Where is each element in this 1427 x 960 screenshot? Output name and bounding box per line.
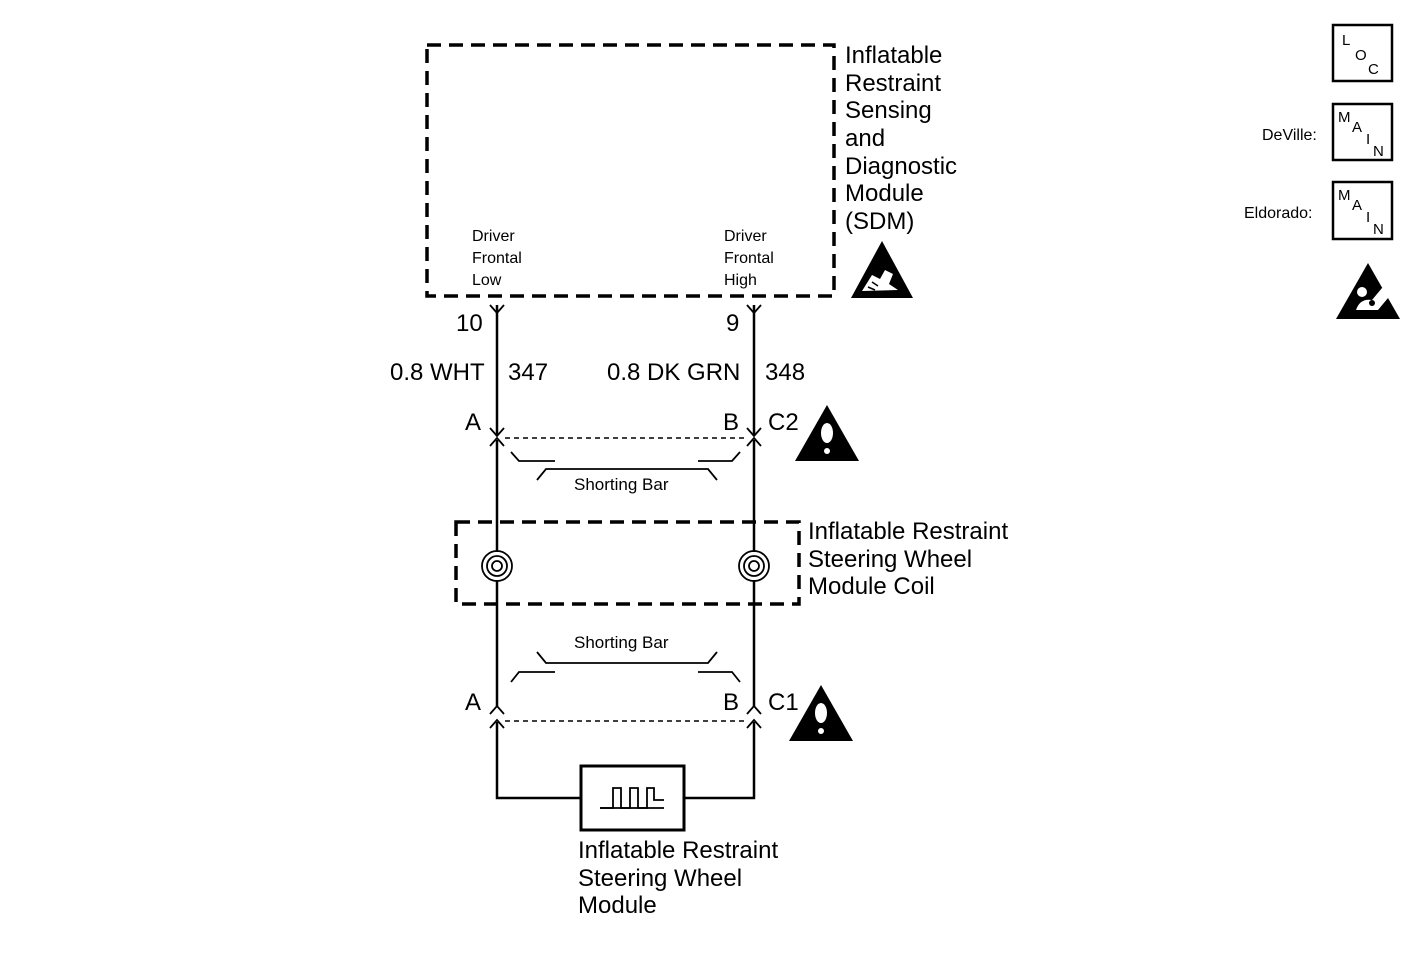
coil-title: Inflatable Restraint Steering Wheel Modu… xyxy=(808,518,1015,600)
eldorado-label: Eldorado: xyxy=(1244,205,1313,222)
module-title: Inflatable Restraint Steering Wheel Modu… xyxy=(578,837,785,919)
sdm-pin-high-label: Driver Frontal High xyxy=(724,228,778,289)
sdm-title: Inflatable Restraint Sensing and Diagnos… xyxy=(845,42,964,235)
caution-icon xyxy=(789,685,853,741)
svg-text:I: I xyxy=(1366,209,1370,226)
sdm-module[interactable] xyxy=(425,43,836,298)
svg-text:N: N xyxy=(1373,221,1384,238)
wire-low-spec: 0.8 WHT xyxy=(390,359,485,386)
c1-shorting-bar xyxy=(495,604,756,706)
svg-text:M: M xyxy=(1338,187,1351,204)
c2-pin-b: B xyxy=(723,409,739,436)
clockspring-coil-icon xyxy=(738,522,770,604)
svg-text:O: O xyxy=(1355,47,1367,64)
svg-text:A: A xyxy=(1352,119,1362,136)
c2-shorting-bar-label: Shorting Bar xyxy=(574,475,669,494)
svg-text:I: I xyxy=(1366,131,1370,148)
loc-icon[interactable]: L O C xyxy=(1331,23,1394,83)
airbag-warning-icon xyxy=(1336,263,1400,319)
c2-shorting-bar xyxy=(495,440,756,522)
wire-high-spec: 0.8 DK GRN xyxy=(607,359,740,386)
inflator-squib-icon xyxy=(600,787,664,809)
connector-c1[interactable] xyxy=(489,704,762,729)
steering-wheel-module[interactable] xyxy=(579,764,686,832)
c1-pin-b: B xyxy=(723,689,739,716)
svg-text:L: L xyxy=(1342,32,1350,49)
main-icon-deville[interactable]: M A I N xyxy=(1331,102,1394,162)
wire-high-circuit: 348 xyxy=(765,359,805,386)
clockspring-coil-icon xyxy=(481,522,513,604)
main-icon-eldorado[interactable]: M A I N xyxy=(1331,180,1394,241)
svg-text:C: C xyxy=(1368,61,1379,78)
sdm-pin-low-number: 10 xyxy=(456,310,483,337)
wire-low-circuit: 347 xyxy=(508,359,548,386)
sdm-pin-low-label: Driver Frontal Low xyxy=(472,228,526,289)
module-wiring[interactable] xyxy=(495,722,756,800)
c1-pin-a: A xyxy=(465,689,481,716)
c1-shorting-bar-label: Shorting Bar xyxy=(574,633,669,652)
c2-pin-a: A xyxy=(465,409,481,436)
c1-name: C1 xyxy=(768,689,799,716)
esd-sensitive-icon xyxy=(851,241,913,298)
connector-c2[interactable] xyxy=(489,427,762,447)
deville-label: DeVille: xyxy=(1262,127,1317,144)
svg-text:N: N xyxy=(1373,143,1384,160)
svg-text:M: M xyxy=(1338,109,1351,126)
svg-text:A: A xyxy=(1352,197,1362,214)
caution-icon xyxy=(795,405,859,461)
sdm-pin-high-number: 9 xyxy=(726,310,739,337)
c2-name: C2 xyxy=(768,409,799,436)
coil-box[interactable] xyxy=(454,520,801,606)
